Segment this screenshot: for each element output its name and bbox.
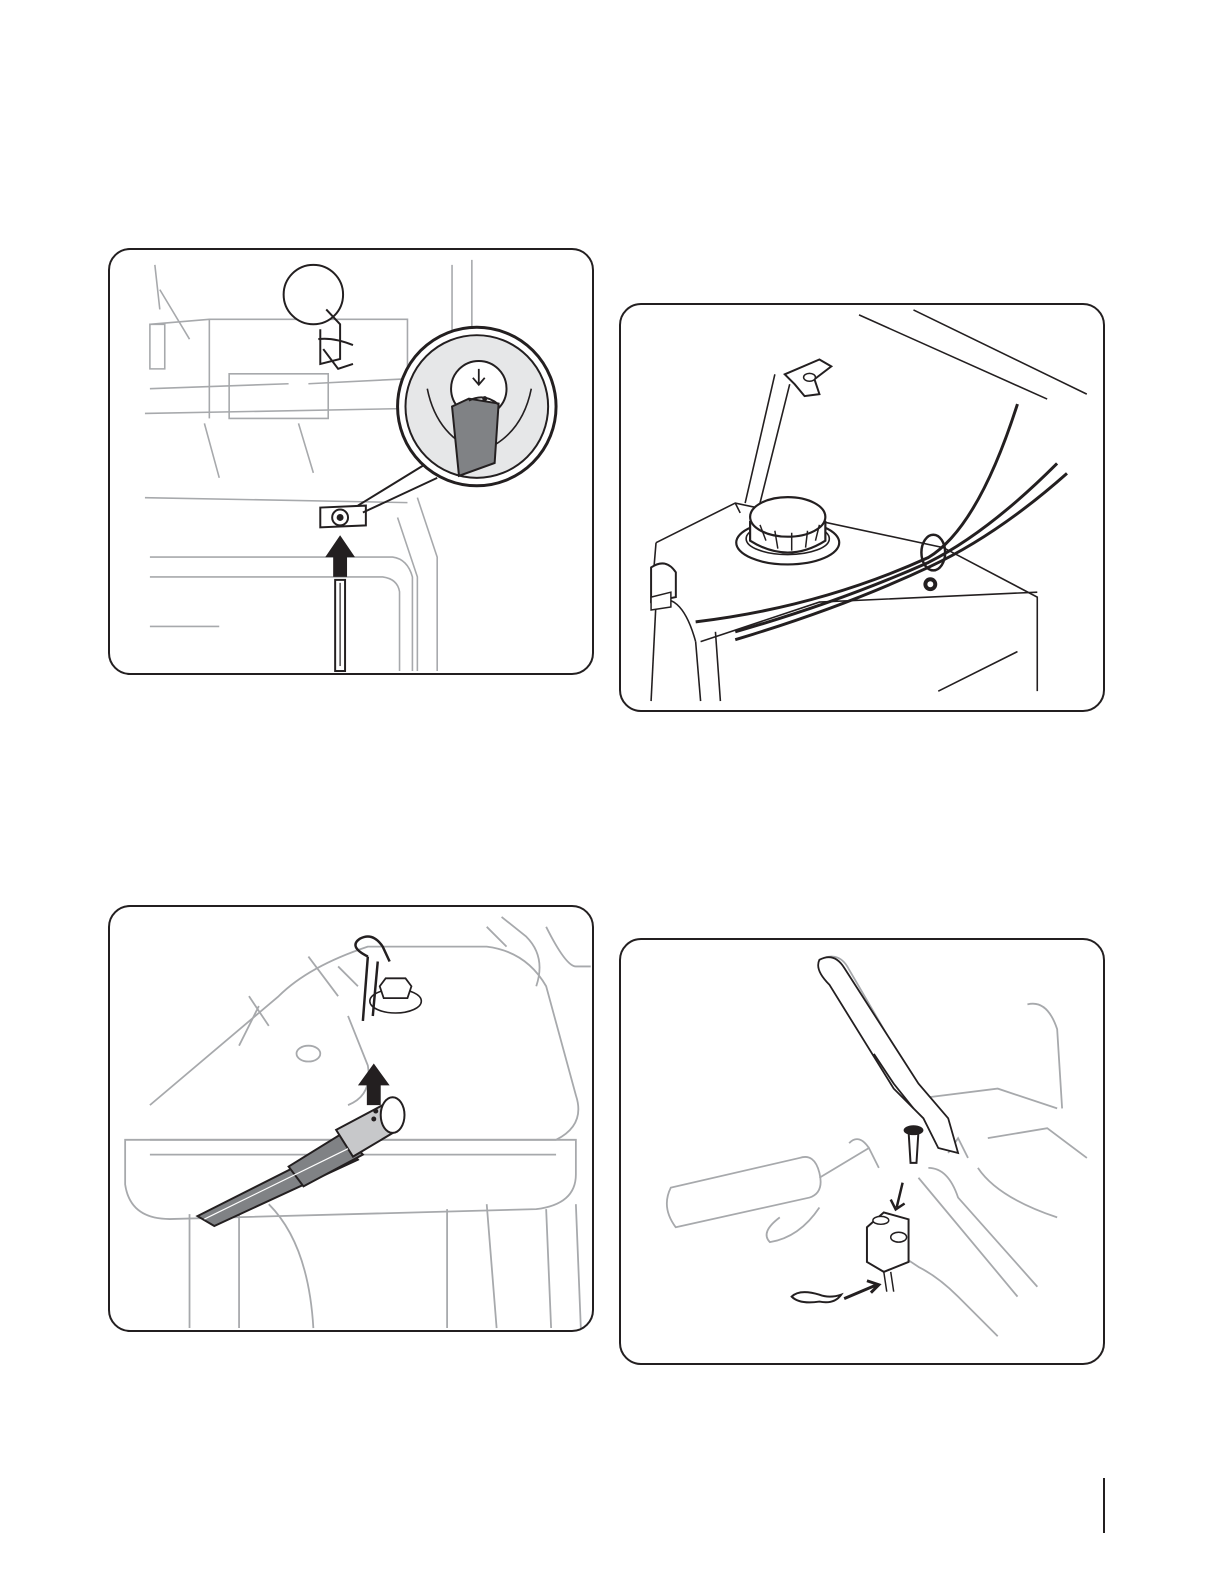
page-edge-rule (1103, 1478, 1105, 1533)
adjuster-nut (320, 506, 366, 528)
illustration-cable-adjuster (108, 248, 594, 675)
push-up-arrow (325, 535, 355, 577)
control-lever (818, 957, 958, 1153)
illustration-handle-pin-clip (619, 938, 1105, 1365)
bracket-bolt (370, 978, 422, 1013)
clip-arrow (844, 1281, 879, 1299)
pivot-bracket (867, 1212, 909, 1291)
pin-head (904, 1125, 924, 1135)
control-knob (284, 265, 353, 369)
frame-linework (651, 310, 1087, 701)
crank-rod (197, 1097, 404, 1226)
cable-adjuster-drawing (110, 250, 592, 673)
side-fitting (651, 563, 676, 610)
clevis-pin (909, 1131, 919, 1163)
chute-crank-drawing (110, 907, 592, 1330)
illustration-fuel-tank-cable-guide (619, 303, 1105, 712)
frame-linework (667, 957, 1087, 1337)
fuel-tank-drawing (621, 305, 1103, 710)
handle-pin-drawing (621, 940, 1103, 1363)
inset-leader (358, 463, 437, 513)
hairpin-clip (792, 1292, 842, 1302)
pin-arrow (891, 1183, 905, 1210)
insert-arrow (358, 1064, 390, 1106)
zoom-inset (398, 327, 557, 486)
illustration-chute-crank-clip (108, 905, 594, 1332)
t-handle-knob (785, 359, 832, 396)
